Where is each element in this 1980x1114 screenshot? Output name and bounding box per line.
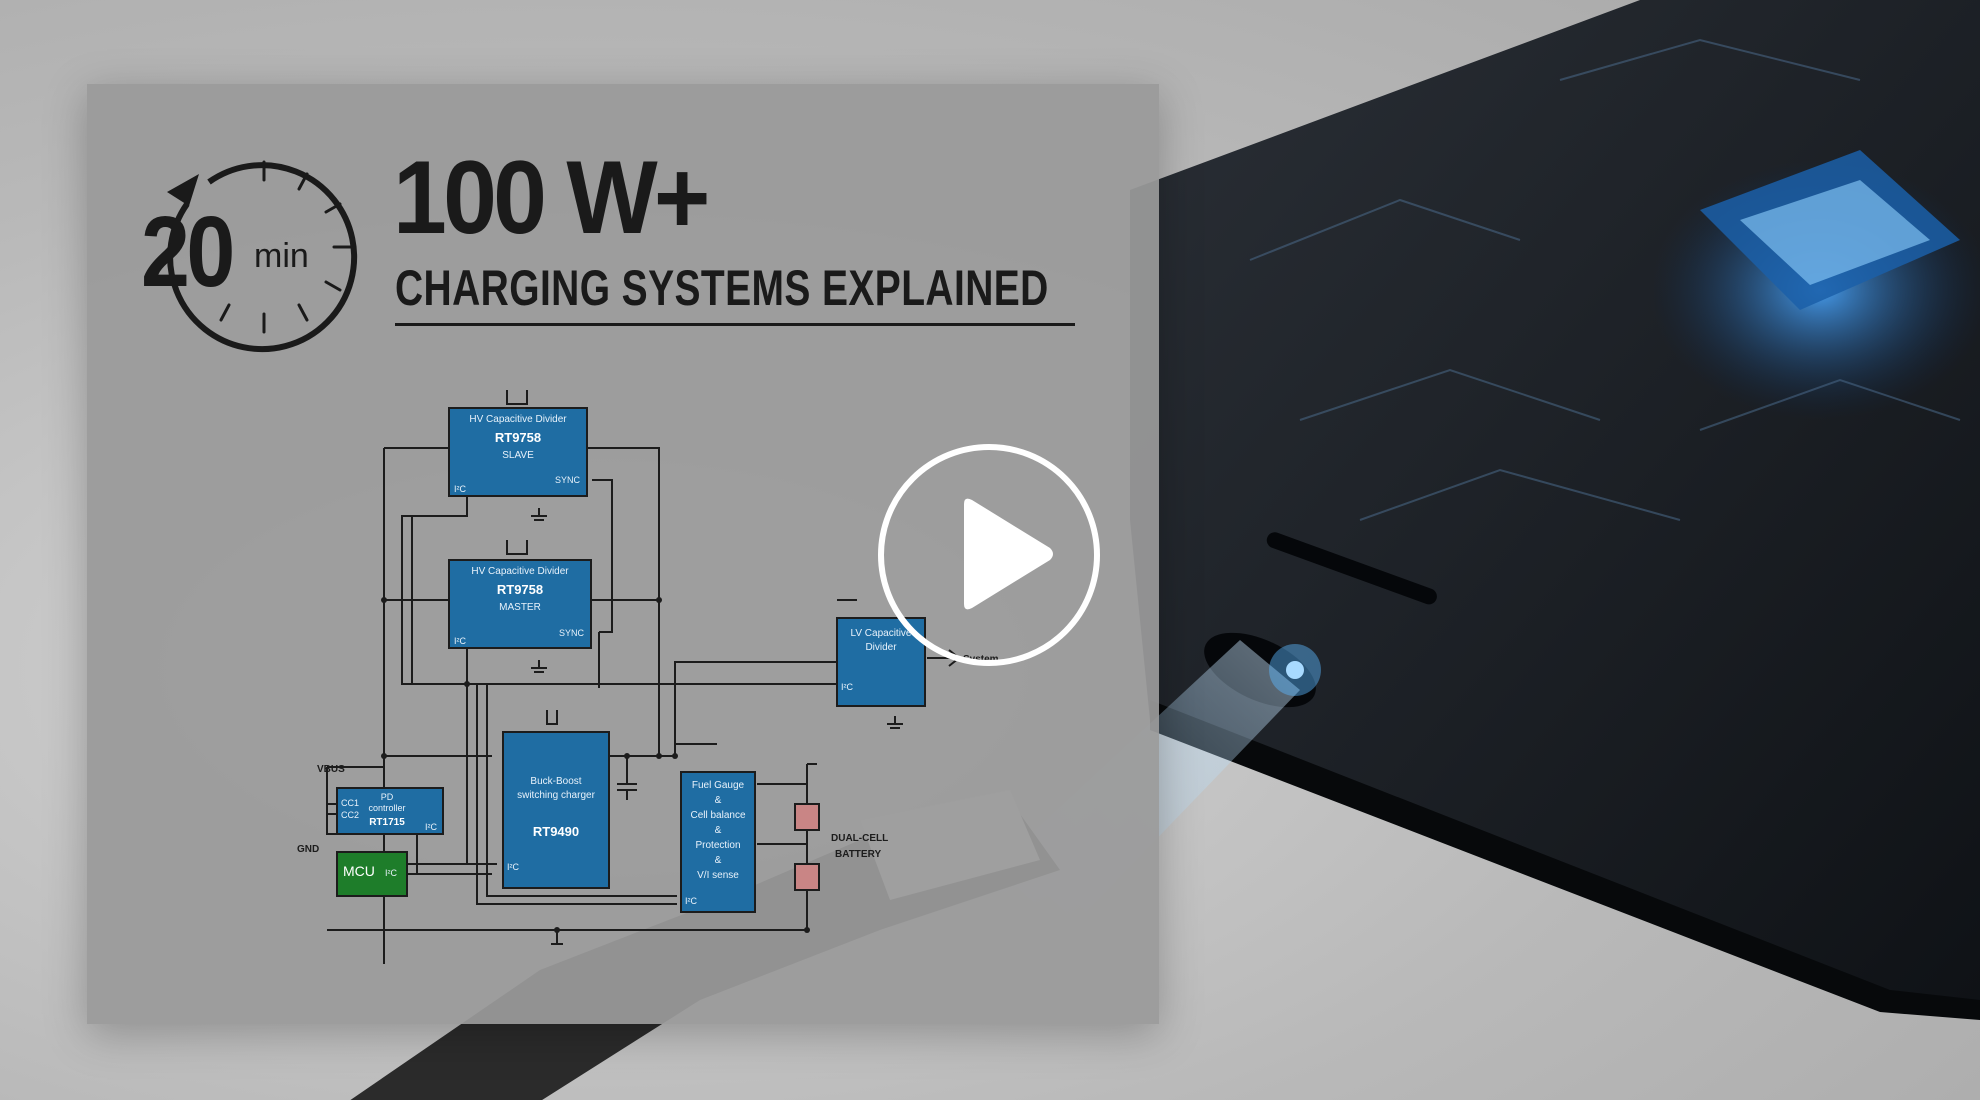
circuit-schematic: HV Capacitive Divider RT9758 SLAVE SYNC … xyxy=(297,390,999,964)
svg-text:I²C: I²C xyxy=(454,484,466,494)
chip-mcu xyxy=(336,851,408,897)
chip-rt1715 xyxy=(336,787,444,835)
svg-text:PD: PD xyxy=(381,792,394,802)
title-underline xyxy=(395,323,1075,326)
play-button[interactable] xyxy=(878,444,1100,666)
video-title: 100 W+ xyxy=(393,140,710,256)
svg-text:SLAVE: SLAVE xyxy=(502,450,534,461)
svg-text:HV Capacitive Divider: HV Capacitive Divider xyxy=(469,414,567,425)
chip-rt9490 xyxy=(502,731,610,889)
svg-text:switching charger: switching charger xyxy=(517,790,595,801)
device-body xyxy=(1130,0,1980,1010)
svg-text:LV Capacitive: LV Capacitive xyxy=(851,628,912,639)
svg-text:GND: GND xyxy=(297,844,319,855)
svg-text:BATTERY: BATTERY xyxy=(835,849,881,860)
timer-value: 20 xyxy=(141,196,235,308)
svg-text:MCU: MCU xyxy=(343,863,375,879)
video-subtitle: CHARGING SYSTEMS EXPLAINED xyxy=(395,260,1049,316)
svg-text:I²C: I²C xyxy=(685,896,697,906)
svg-text:Protection: Protection xyxy=(695,840,740,851)
svg-text:I²C: I²C xyxy=(454,636,466,646)
timer-unit: min xyxy=(254,237,309,275)
svg-text:controller: controller xyxy=(368,803,405,813)
svg-text:&: & xyxy=(715,795,722,806)
svg-text:SYNC: SYNC xyxy=(559,628,585,638)
svg-text:Cell balance: Cell balance xyxy=(690,810,745,821)
timer-icon xyxy=(167,160,358,353)
svg-text:HV Capacitive Divider: HV Capacitive Divider xyxy=(471,566,569,577)
svg-text:Divider: Divider xyxy=(865,642,897,653)
svg-text:V/I sense: V/I sense xyxy=(697,870,739,881)
svg-text:Buck-Boost: Buck-Boost xyxy=(530,776,581,787)
svg-text:MASTER: MASTER xyxy=(499,602,541,613)
svg-text:CC1: CC1 xyxy=(341,798,359,808)
chip-rt9758-master xyxy=(448,559,592,649)
svg-text:RT9758: RT9758 xyxy=(497,582,543,597)
svg-text:DUAL-CELL: DUAL-CELL xyxy=(831,833,888,844)
chip-rt9758-slave xyxy=(448,407,588,497)
svg-text:&: & xyxy=(715,825,722,836)
svg-text:RT9758: RT9758 xyxy=(495,430,541,445)
svg-text:CC2: CC2 xyxy=(341,810,359,820)
svg-text:I²C: I²C xyxy=(385,868,397,878)
battery-cell-2 xyxy=(794,863,820,891)
play-icon xyxy=(964,498,1053,610)
svg-text:I²C: I²C xyxy=(425,822,437,832)
svg-text:VBUS: VBUS xyxy=(317,764,345,775)
battery-cell-1 xyxy=(794,803,820,831)
chip-fuel-gauge xyxy=(680,771,756,913)
svg-text:Fuel Gauge: Fuel Gauge xyxy=(692,780,745,791)
svg-text:SYNC: SYNC xyxy=(555,475,581,485)
svg-text:RT9490: RT9490 xyxy=(533,824,579,839)
svg-text:I²C: I²C xyxy=(841,682,853,692)
svg-text:I²C: I²C xyxy=(507,862,519,872)
svg-text:RT1715: RT1715 xyxy=(369,817,405,828)
svg-text:&: & xyxy=(715,855,722,866)
